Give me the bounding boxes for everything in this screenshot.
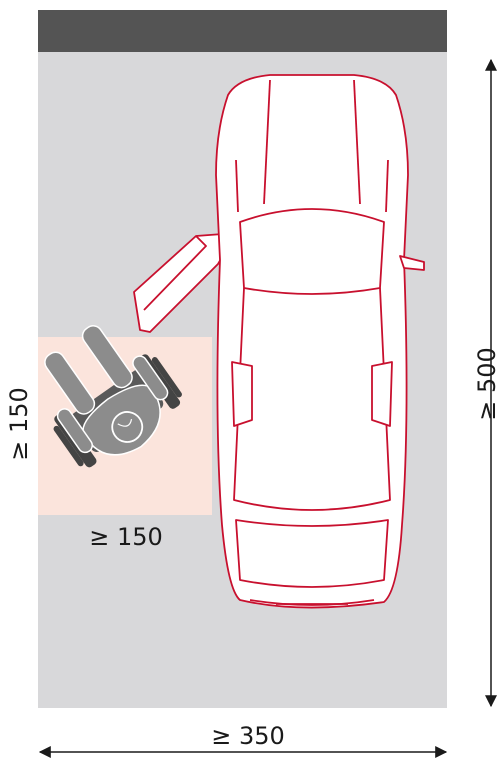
car-windshield — [239, 208, 385, 295]
total-length-label: ≥ 500 — [473, 347, 498, 421]
car-body — [215, 74, 409, 609]
transfer-zone-depth-label: ≥ 150 — [5, 387, 33, 461]
car-icon — [133, 74, 425, 609]
total-width-label: ≥ 350 — [211, 722, 285, 750]
car-rear-window — [235, 519, 389, 588]
transfer-zone-width-label: ≥ 150 — [89, 523, 163, 551]
wheelchair-user-icon — [44, 325, 182, 468]
curb-bar — [38, 10, 447, 52]
